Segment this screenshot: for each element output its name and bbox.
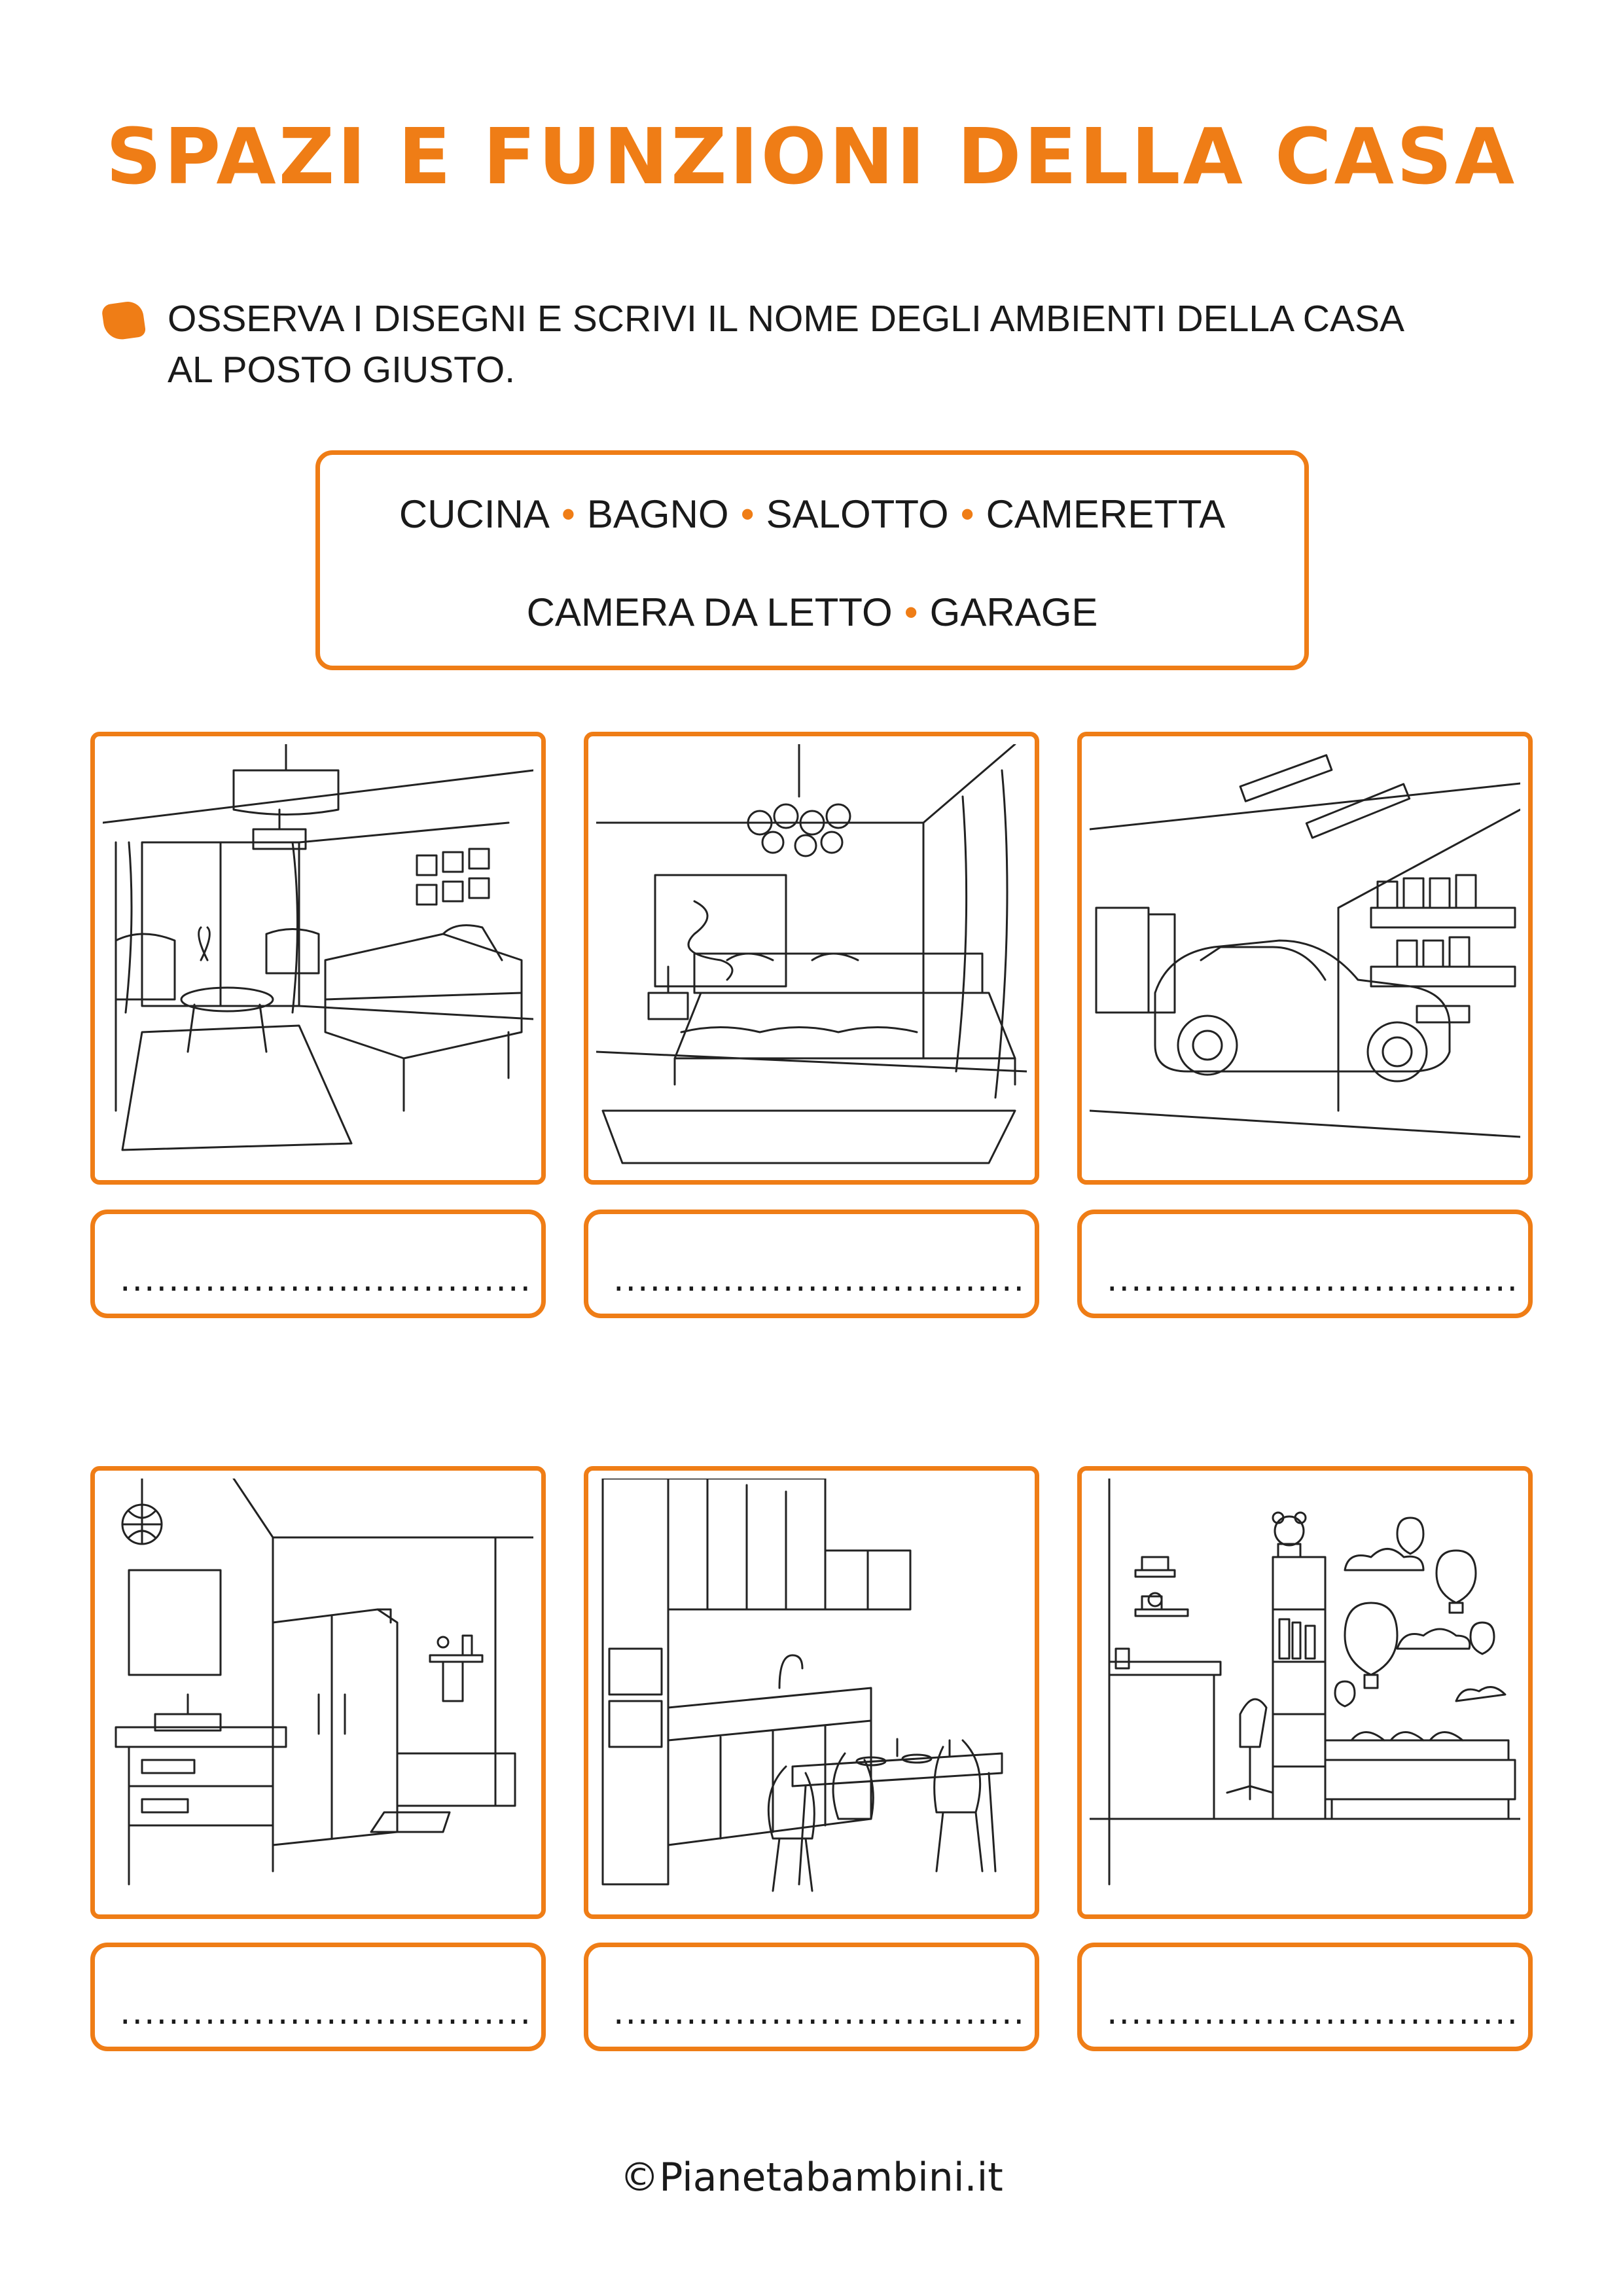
instruction-text: OSSERVA I DISEGNI E SCRIVI IL NOME DEGLI…	[168, 293, 1555, 395]
footer-copyright: ©Pianetabambini.it	[620, 2155, 1003, 2200]
answer-box-3[interactable]: ..................................	[1077, 1210, 1533, 1318]
answer-box-4[interactable]: ..................................	[90, 1943, 546, 2051]
word-bank: CUCINA•BAGNO•SALOTTO•CAMERETTA CAMERA DA…	[315, 450, 1309, 670]
answer-dots: ..................................	[120, 1260, 532, 1299]
living-room-drawing-icon	[103, 744, 533, 1151]
word-bank-line-2: CAMERA DA LETTO•GARAGE	[320, 590, 1304, 635]
bullet-separator: •	[904, 590, 918, 634]
answer-dots: ..................................	[120, 1993, 532, 2032]
word-cameretta: CAMERETTA	[986, 492, 1226, 536]
picture-panel-4	[90, 1466, 546, 1919]
word-salotto: SALOTTO	[766, 492, 949, 536]
answer-dots: ..................................	[1107, 1993, 1519, 2032]
answer-dots: ..................................	[613, 1993, 1026, 2032]
garage-car-drawing-icon	[1090, 754, 1520, 1138]
kids-room-drawing-icon	[1090, 1479, 1520, 1886]
picture-panel-6	[1077, 1466, 1533, 1919]
bedroom-drawing-icon	[596, 744, 1027, 1164]
page-title: SPAZI E FUNZIONI DELLA CASA	[105, 111, 1518, 202]
answer-box-5[interactable]: ..................................	[584, 1943, 1039, 2051]
instruction-bullet-icon	[101, 299, 147, 342]
word-garage: GARAGE	[929, 590, 1098, 634]
word-bagno: BAGNO	[586, 492, 729, 536]
answer-box-6[interactable]: ..................................	[1077, 1943, 1533, 2051]
word-cucina: CUCINA	[399, 492, 550, 536]
bullet-separator: •	[960, 492, 974, 536]
answer-dots: ..................................	[1107, 1260, 1519, 1299]
picture-panel-5	[584, 1466, 1039, 1919]
picture-panel-1	[90, 732, 546, 1185]
bathroom-drawing-icon	[115, 1479, 533, 1886]
word-camera-da-letto: CAMERA DA LETTO	[526, 590, 893, 634]
answer-box-2[interactable]: ..................................	[584, 1210, 1039, 1318]
kitchen-drawing-icon	[601, 1479, 1003, 1892]
instruction-line-1: OSSERVA I DISEGNI E SCRIVI IL NOME DEGLI…	[168, 298, 1405, 340]
answer-box-1[interactable]: ..................................	[90, 1210, 546, 1318]
bullet-separator: •	[561, 492, 575, 536]
picture-panel-2	[584, 732, 1039, 1185]
answer-dots: ..................................	[613, 1260, 1026, 1299]
picture-panel-3	[1077, 732, 1533, 1185]
word-bank-line-1: CUCINA•BAGNO•SALOTTO•CAMERETTA	[320, 492, 1304, 537]
instruction-line-2: AL POSTO GIUSTO.	[168, 349, 516, 391]
bullet-separator: •	[740, 492, 755, 536]
